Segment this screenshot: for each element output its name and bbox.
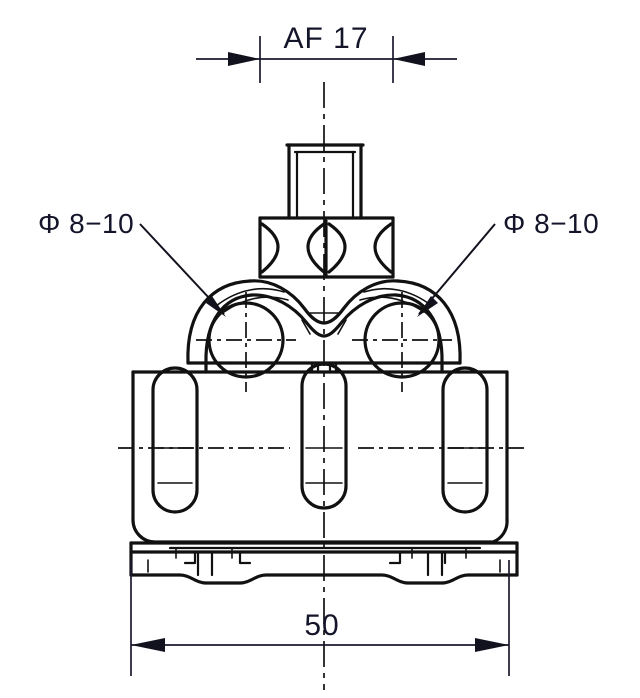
saddle-notch-tick-left xyxy=(301,319,311,335)
cable-hole-left xyxy=(207,301,285,379)
saddle-top-profile-inner xyxy=(250,293,398,338)
base-notch-right xyxy=(388,550,447,565)
hex-nut xyxy=(258,216,395,279)
arrowhead-50-right xyxy=(475,638,509,652)
nut-chamfer-arc-left-inner xyxy=(306,222,326,274)
leader-left-group: Φ 8−10 xyxy=(38,208,226,317)
af-dimension-text: AF 17 xyxy=(283,22,368,55)
hex-bolt-shank xyxy=(285,143,365,220)
clamp-base xyxy=(129,518,519,585)
slot-left xyxy=(151,366,199,514)
centerlines xyxy=(118,82,524,690)
width-dimension-text: 50 xyxy=(304,609,339,642)
phi-label-left: Φ 8−10 xyxy=(38,208,134,239)
arrowhead-af-left xyxy=(228,52,260,66)
saddle-crease-left-outer xyxy=(215,287,285,307)
slot-center xyxy=(300,362,348,510)
slot-right xyxy=(441,366,489,514)
saddle-outer-arc-left xyxy=(186,279,252,365)
clamp-body xyxy=(131,361,509,522)
leader-right-group: Φ 8−10 xyxy=(417,208,599,317)
base-bottom-profile xyxy=(129,573,519,585)
base-notch-left xyxy=(183,550,252,565)
saddle-top-profile xyxy=(248,279,400,325)
top-dimension-group: AF 17 xyxy=(196,22,457,83)
arrowhead-50-left xyxy=(131,638,165,652)
nut-chamfer-arc-right-inner xyxy=(327,222,347,274)
nut-chamfer-arc-left xyxy=(260,222,280,274)
saddle-outer-arc-right xyxy=(396,279,462,365)
cable-hole-right xyxy=(363,301,441,379)
nut-chamfer-arc-right xyxy=(373,222,393,274)
saddle-crease-right-outer xyxy=(363,287,433,307)
bottom-dimension-group: 50 xyxy=(130,560,510,676)
saddle-notch-tick-right xyxy=(337,319,347,335)
arrowhead-af-right xyxy=(393,52,425,66)
cable-holes xyxy=(207,301,441,379)
base-shell-round xyxy=(131,518,509,544)
bolt-shank-sides xyxy=(287,143,363,220)
phi-label-right: Φ 8−10 xyxy=(503,208,599,239)
